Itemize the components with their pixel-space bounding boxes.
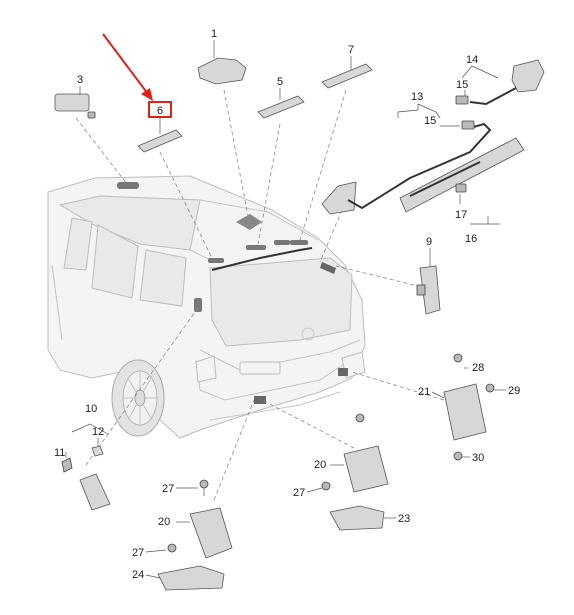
module-5 [257, 95, 305, 119]
vehicle-outline [47, 175, 366, 439]
antenna-strip [399, 137, 525, 213]
callout-10: 10 [85, 403, 97, 415]
antenna-wing [321, 181, 357, 215]
bracket-9 [419, 265, 441, 315]
module-3 [54, 93, 90, 112]
callout-1: 1 [211, 28, 217, 40]
callout-15-b: 15 [424, 115, 436, 127]
callout-24: 24 [132, 569, 144, 581]
callout-29: 29 [508, 385, 520, 397]
screw-30 [453, 451, 463, 461]
screw-11 [61, 457, 73, 473]
module-7 [321, 63, 373, 89]
clip-12 [91, 445, 104, 457]
plate-23 [329, 505, 385, 531]
plate-24 [157, 565, 225, 591]
antenna-shark-fin [197, 57, 247, 85]
callout-labels: 1 3 5 6 7 9 10 11 12 13 14 15 15 16 17 2… [54, 28, 520, 581]
callout-20-a: 20 [158, 516, 170, 528]
screw-27-a [199, 479, 209, 489]
callout-15-a: 15 [456, 79, 468, 91]
screw-28 [355, 413, 365, 423]
callout-3: 3 [77, 74, 83, 86]
module-6 [137, 129, 183, 153]
screw-27-b [321, 481, 331, 491]
bracket-21 [443, 383, 487, 441]
callout-20-b: 20 [314, 459, 326, 471]
callout-leaders [145, 367, 506, 579]
screw-28-b [453, 353, 463, 363]
callout-27-c: 27 [132, 547, 144, 559]
callout-17: 17 [455, 209, 467, 221]
reference-lines [75, 89, 445, 501]
callout-7: 7 [348, 44, 354, 56]
bracket-20-a [189, 507, 233, 559]
callout-16: 16 [465, 233, 477, 245]
callout-14: 14 [466, 54, 478, 66]
callout-12: 12 [92, 426, 104, 438]
highlight-box [148, 101, 172, 118]
callout-6: 6 [157, 105, 163, 117]
highlight-arrow [102, 33, 172, 118]
rear-spoiler-antenna [511, 59, 545, 93]
callout-30: 30 [472, 452, 484, 464]
callout-28: 28 [472, 362, 484, 374]
screw-27-c [167, 543, 177, 553]
callout-23: 23 [398, 513, 410, 525]
callout-5: 5 [277, 76, 283, 88]
part-shapes [54, 40, 545, 591]
screw-29 [485, 383, 495, 393]
callout-9: 9 [426, 236, 432, 248]
callout-21: 21 [418, 386, 430, 398]
callout-13: 13 [411, 91, 423, 103]
callout-27-a: 27 [162, 483, 174, 495]
callout-27-b: 27 [293, 487, 305, 499]
bracket-20-b [343, 445, 389, 493]
callout-11: 11 [54, 447, 65, 459]
module-10 [79, 473, 111, 511]
